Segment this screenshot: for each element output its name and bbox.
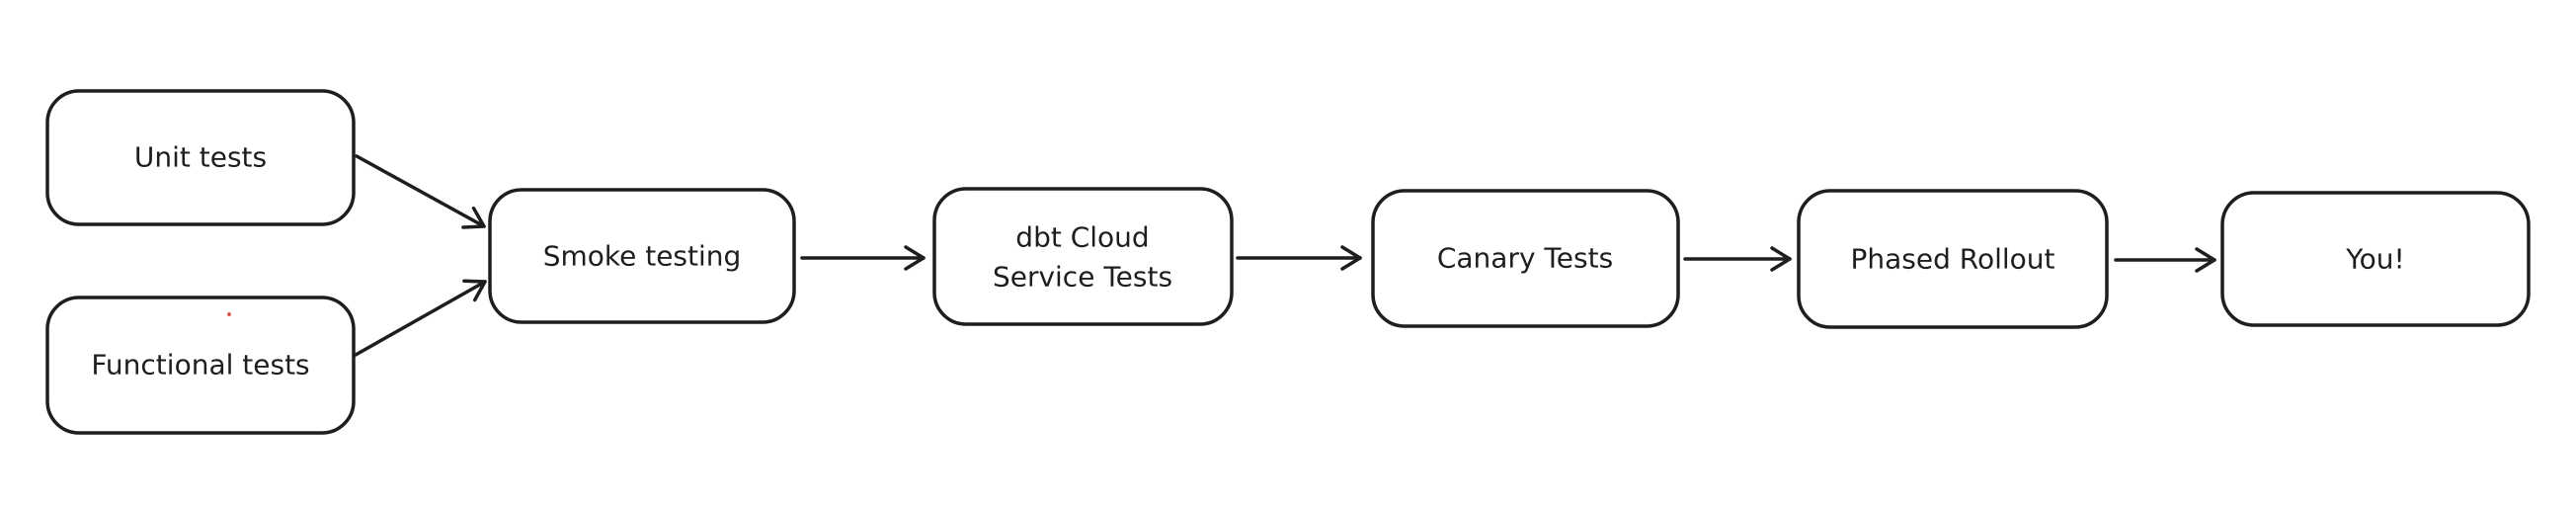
node-dbt-cloud-service-tests-label-line2: Service Tests <box>993 261 1172 294</box>
node-canary-tests: Canary Tests <box>1371 189 1680 328</box>
node-phased-rollout-label: Phased Rollout <box>1850 243 2054 276</box>
node-phased-rollout-box <box>1797 189 2109 329</box>
node-dbt-cloud-service-tests-label-line1: dbt Cloud <box>1015 221 1149 254</box>
node-unit-tests-label: Unit tests <box>134 141 267 174</box>
node-phased-rollout: Phased Rollout <box>1797 189 2109 329</box>
red-speck-artifact <box>227 312 231 316</box>
node-you-box <box>2220 191 2531 327</box>
node-canary-tests-box <box>1371 189 1680 328</box>
edges <box>354 154 2216 357</box>
arrow-functional-tests-to-smoke-testing <box>354 279 487 357</box>
node-smoke-testing-box <box>488 188 796 324</box>
arrow-unit-tests-to-smoke-testing <box>355 154 486 229</box>
node-dbt-cloud-service-tests: dbt Cloud Service Tests <box>932 187 1234 326</box>
node-unit-tests-box <box>45 89 356 226</box>
node-you: You! <box>2220 191 2531 327</box>
node-unit-tests: Unit tests <box>45 89 356 226</box>
node-smoke-testing: Smoke testing <box>488 188 796 324</box>
node-functional-tests-label: Functional tests <box>91 349 309 382</box>
node-canary-tests-label: Canary Tests <box>1437 242 1613 275</box>
node-functional-tests-box <box>45 296 356 435</box>
node-functional-tests: Functional tests <box>45 296 356 435</box>
node-smoke-testing-label: Smoke testing <box>543 240 742 273</box>
node-you-label: You! <box>2345 243 2405 276</box>
node-dbt-cloud-service-tests-box <box>932 187 1234 326</box>
